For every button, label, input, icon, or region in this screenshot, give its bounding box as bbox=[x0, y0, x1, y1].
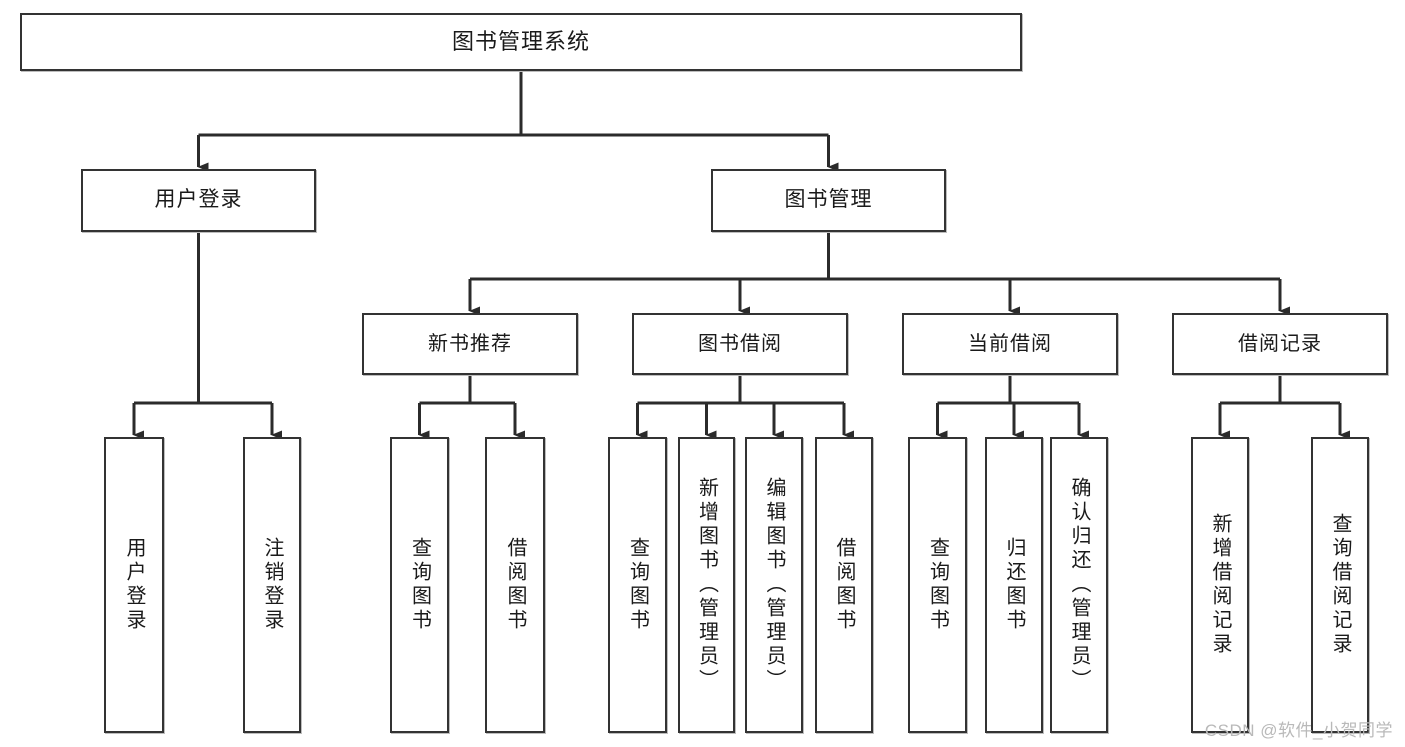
node-leaf-bo-add[interactable]: 新增图书（管理员） bbox=[678, 437, 735, 733]
node-label: 查询图书 bbox=[926, 537, 949, 633]
node-leaf-cur-confirm[interactable]: 确认归还（管理员） bbox=[1050, 437, 1108, 733]
node-label: 借阅图书 bbox=[504, 537, 526, 633]
node-leaf-rec-query[interactable]: 查询借阅记录 bbox=[1311, 437, 1369, 733]
node-label: 新增借阅记录 bbox=[1209, 513, 1231, 657]
node-label: 新书推荐 bbox=[428, 332, 512, 355]
node-bookmgmt[interactable]: 图书管理 bbox=[711, 169, 946, 232]
node-leaf-bo-query[interactable]: 查询图书 bbox=[608, 437, 667, 733]
node-label: 归还图书 bbox=[1003, 537, 1025, 633]
node-label: 当前借阅 bbox=[968, 332, 1052, 355]
node-leaf-bo-lend[interactable]: 借阅图书 bbox=[815, 437, 873, 733]
node-label: 用户登录 bbox=[123, 537, 145, 633]
node-label: 图书借阅 bbox=[698, 332, 782, 355]
node-borrow[interactable]: 图书借阅 bbox=[632, 313, 848, 375]
node-leaf-rec-add[interactable]: 新增借阅记录 bbox=[1191, 437, 1249, 733]
node-label: 查询图书 bbox=[408, 537, 431, 633]
node-label: 图书管理系统 bbox=[451, 29, 590, 55]
node-label: 借阅记录 bbox=[1238, 332, 1322, 355]
node-label: 借阅图书 bbox=[833, 537, 855, 633]
node-label: 编辑图书（管理员） bbox=[763, 477, 785, 693]
node-label: 查询借阅记录 bbox=[1329, 513, 1351, 657]
node-login[interactable]: 用户登录 bbox=[81, 169, 316, 232]
node-records[interactable]: 借阅记录 bbox=[1172, 313, 1388, 375]
node-label: 查询图书 bbox=[626, 537, 649, 633]
node-label: 注销登录 bbox=[261, 537, 283, 633]
node-newbook[interactable]: 新书推荐 bbox=[362, 313, 578, 375]
node-leaf-new-query[interactable]: 查询图书 bbox=[390, 437, 449, 733]
node-leaf-user-login[interactable]: 用户登录 bbox=[104, 437, 164, 733]
node-label: 确认归还（管理员） bbox=[1068, 477, 1090, 693]
node-root[interactable]: 图书管理系统 bbox=[20, 13, 1022, 71]
node-label: 图书管理 bbox=[784, 188, 873, 212]
node-current[interactable]: 当前借阅 bbox=[902, 313, 1118, 375]
node-leaf-user-logout[interactable]: 注销登录 bbox=[243, 437, 301, 733]
node-label: 用户登录 bbox=[154, 188, 243, 212]
node-leaf-cur-return[interactable]: 归还图书 bbox=[985, 437, 1043, 733]
node-leaf-new-borrow[interactable]: 借阅图书 bbox=[485, 437, 545, 733]
node-leaf-bo-edit[interactable]: 编辑图书（管理员） bbox=[745, 437, 803, 733]
node-label: 新增图书（管理员） bbox=[695, 477, 718, 693]
node-leaf-cur-query[interactable]: 查询图书 bbox=[908, 437, 967, 733]
